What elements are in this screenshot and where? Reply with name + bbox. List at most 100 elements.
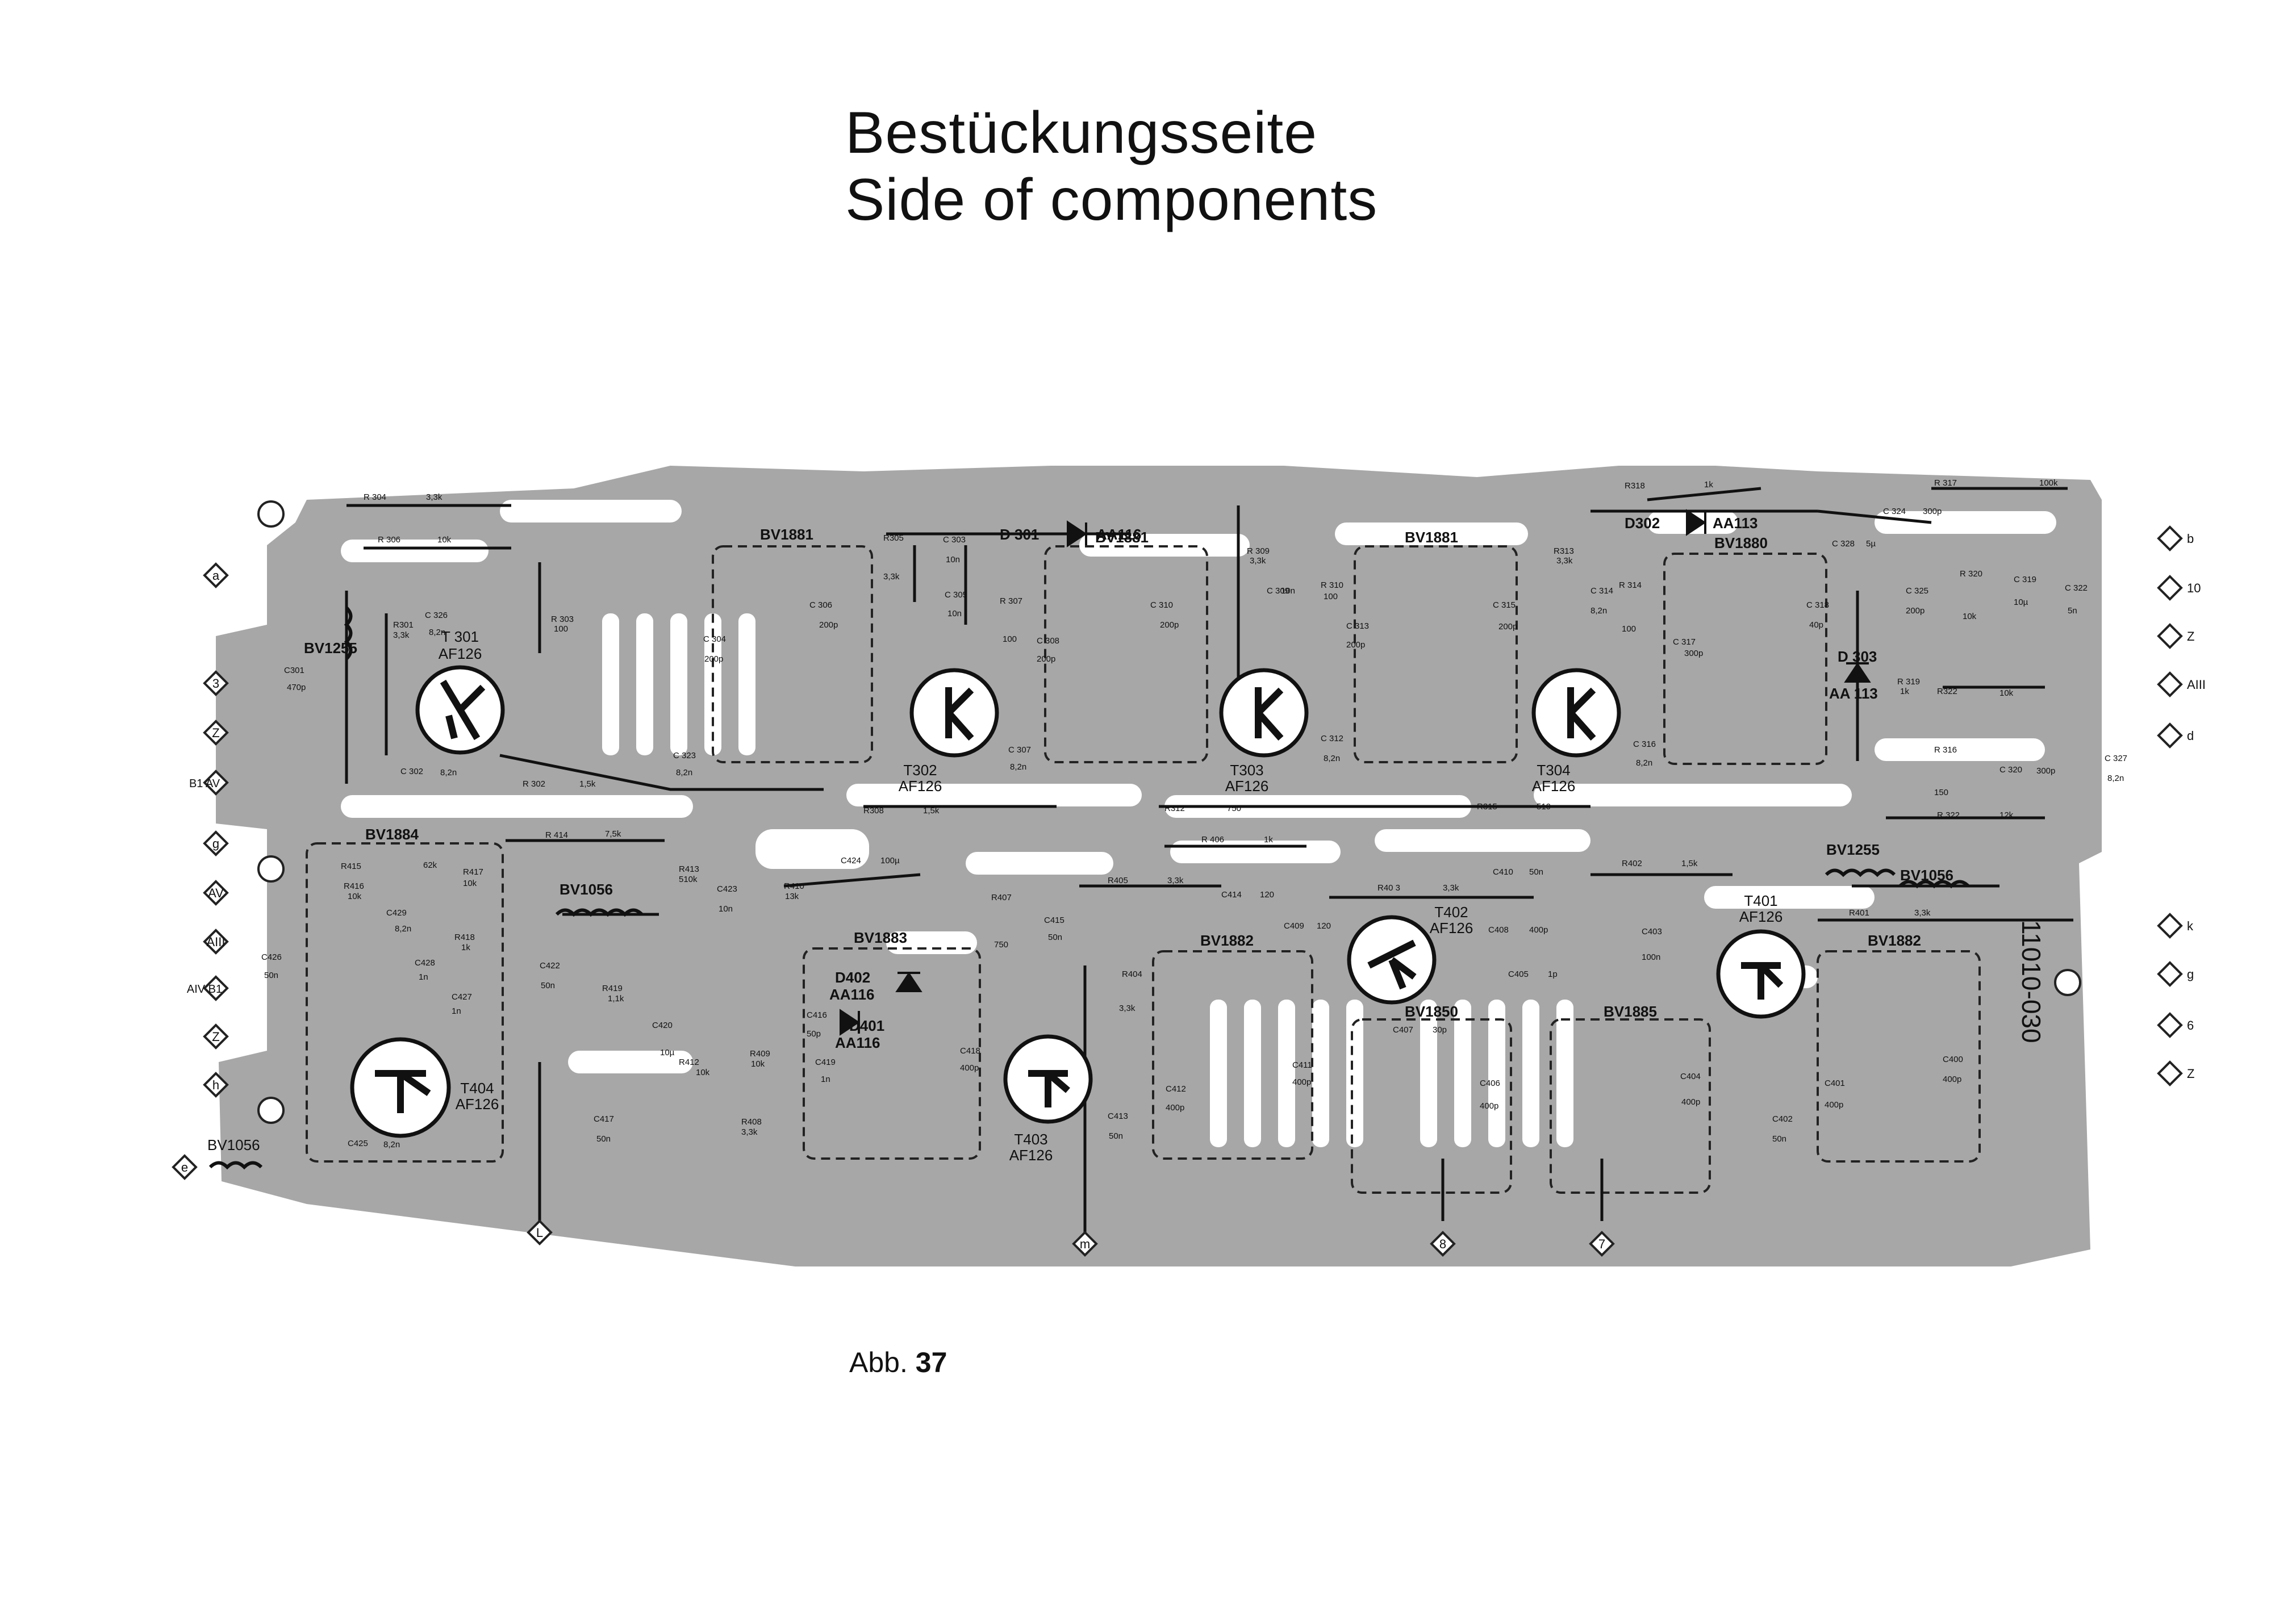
resistor-value: 12k [1999,810,2014,820]
capacitor-value: 200p [1498,622,1517,632]
capacitor-name: C401 [1825,1079,1845,1088]
capacitor-name: C 323 [673,751,696,760]
transistor-t304 [1531,668,1621,758]
terminal-labels-left: a 3 Z B1 AV g AV AIII AIV B1 Z h e [181,568,226,1174]
module-label: BV1882 [1200,932,1254,949]
capacitor-name: C425 [348,1139,368,1148]
capacitor-value: 50n [1048,933,1062,942]
resistor-name: R 320 [1960,569,1982,579]
capacitor-value: 50p [807,1029,821,1039]
transistor-type: AF126 [456,1096,499,1113]
transistor-name: T304 [1537,762,1570,779]
capacitor-value: 50n [264,971,278,980]
transistor-name: T 301 [441,628,479,645]
terminal-label: AIV B1 [187,983,222,996]
diode-name: D302 [1625,515,1660,532]
capacitor-value: 300p [2036,766,2055,776]
terminal-label: k [2187,919,2194,933]
capacitor-name: C417 [594,1114,614,1124]
module-label: BV1882 [1868,932,1921,949]
capacitor-name: C 327 [2105,754,2127,763]
figure-caption: Abb. 37 [849,1346,947,1379]
capacitor-name: C409 [1284,921,1304,931]
resistor-name: R412 [679,1057,699,1067]
terminal-label: 3 [212,676,219,691]
resistor-name: R405 [1108,876,1128,885]
resistor-name: R 314 [1619,580,1642,590]
resistor-value: 3,3k [1556,556,1573,566]
capacitor-value: 100µ [880,856,900,866]
capacitor-name: C301 [284,666,304,675]
capacitor-name: C 324 [1883,507,1906,516]
resistor-value: 100k [2039,478,2058,488]
resistor-value: 1k [1264,835,1273,845]
capacitor-name: C407 [1393,1025,1413,1035]
transistor-type: AF126 [1532,777,1576,795]
coil-label: BV1056 [207,1136,260,1153]
resistor-value: 3,3k [883,572,900,582]
transistor-type: AF126 [1430,919,1473,937]
capacitor-value: 100n [1642,952,1660,962]
transistor-name: T403 [1014,1131,1047,1148]
resistor-name: R40 3 [1377,883,1400,893]
terminal-label: 8 [1439,1237,1446,1251]
coil-label: BV1255 [304,639,357,657]
capacitor-value: 50n [596,1134,611,1144]
diode-name: D402 [835,969,870,986]
capacitor-name: C 313 [1346,621,1369,631]
terminal-label: L [536,1226,543,1240]
module-label: BV1883 [854,929,907,946]
resistor-name: R408 [741,1117,762,1127]
capacitor-value: 400p [1825,1100,1843,1110]
board-id: 11010-030 [2017,920,2046,1043]
capacitor-name: C 303 [943,535,966,545]
capacitor-name: C426 [261,952,282,962]
resistor-value: 1k [1900,687,1909,696]
resistor-value: 510k [679,875,698,884]
terminal-label: m [1080,1237,1090,1251]
resistor-name: R413 [679,864,699,874]
capacitor-labels: C 326 8,2n C301 470p C 302 8,2n C 323 8,… [261,507,2127,1149]
capacitor-name: C411 [1292,1060,1312,1070]
capacitor-value: 5n [2068,606,2077,616]
diagram-title: Bestückungsseite Side of components [845,99,1377,233]
capacitor-name: C404 [1680,1072,1701,1081]
resistor-name: R 302 [523,779,545,789]
capacitor-name: C400 [1943,1055,1963,1064]
terminal-label: Z [2187,629,2194,643]
capacitor-name: C 310 [1150,600,1173,610]
resistor-value: 510 [1537,802,1551,812]
capacitor-value: 200p [819,620,838,630]
terminal-label: g [212,837,219,851]
resistor-value: 13k [785,892,799,901]
resistor-value: 3,3k [393,630,410,640]
resistor-name: R 322 [1937,810,1960,820]
resistor-value: 7,5k [605,829,621,839]
resistor-name: R318 [1625,481,1645,491]
capacitor-value: 8,2n [440,768,457,777]
resistor-name: R 303 [551,615,574,624]
diode-name: D 301 [1000,526,1039,543]
capacitor-name: C422 [540,961,560,971]
capacitor-name: C424 [841,856,861,866]
resistor-value: 1k [461,943,470,952]
resistor-value: 100 [554,624,568,634]
transistor-t303 [1219,668,1309,758]
resistor-name: R409 [750,1049,770,1059]
capacitor-value: 400p [1943,1075,1961,1084]
capacitor-value: 300p [1923,507,1942,516]
capacitor-name: C 319 [2014,575,2036,584]
capacitor-value: 400p [1681,1097,1700,1107]
transistor-type: AF126 [1225,777,1269,795]
capacitor-value: 1n [452,1006,461,1016]
diode-name: D401 [849,1017,884,1034]
resistor-name: R 414 [545,830,568,840]
resistor-value: 62k [423,860,437,870]
copper-area [216,466,2102,1266]
transistor-symbols [350,665,1806,1138]
terminals-right [2157,525,2183,1086]
terminal-label: h [212,1078,219,1092]
resistor-name: R305 [883,533,904,543]
capacitor-value: 400p [960,1063,979,1073]
transistor-type: AF126 [1739,908,1783,925]
